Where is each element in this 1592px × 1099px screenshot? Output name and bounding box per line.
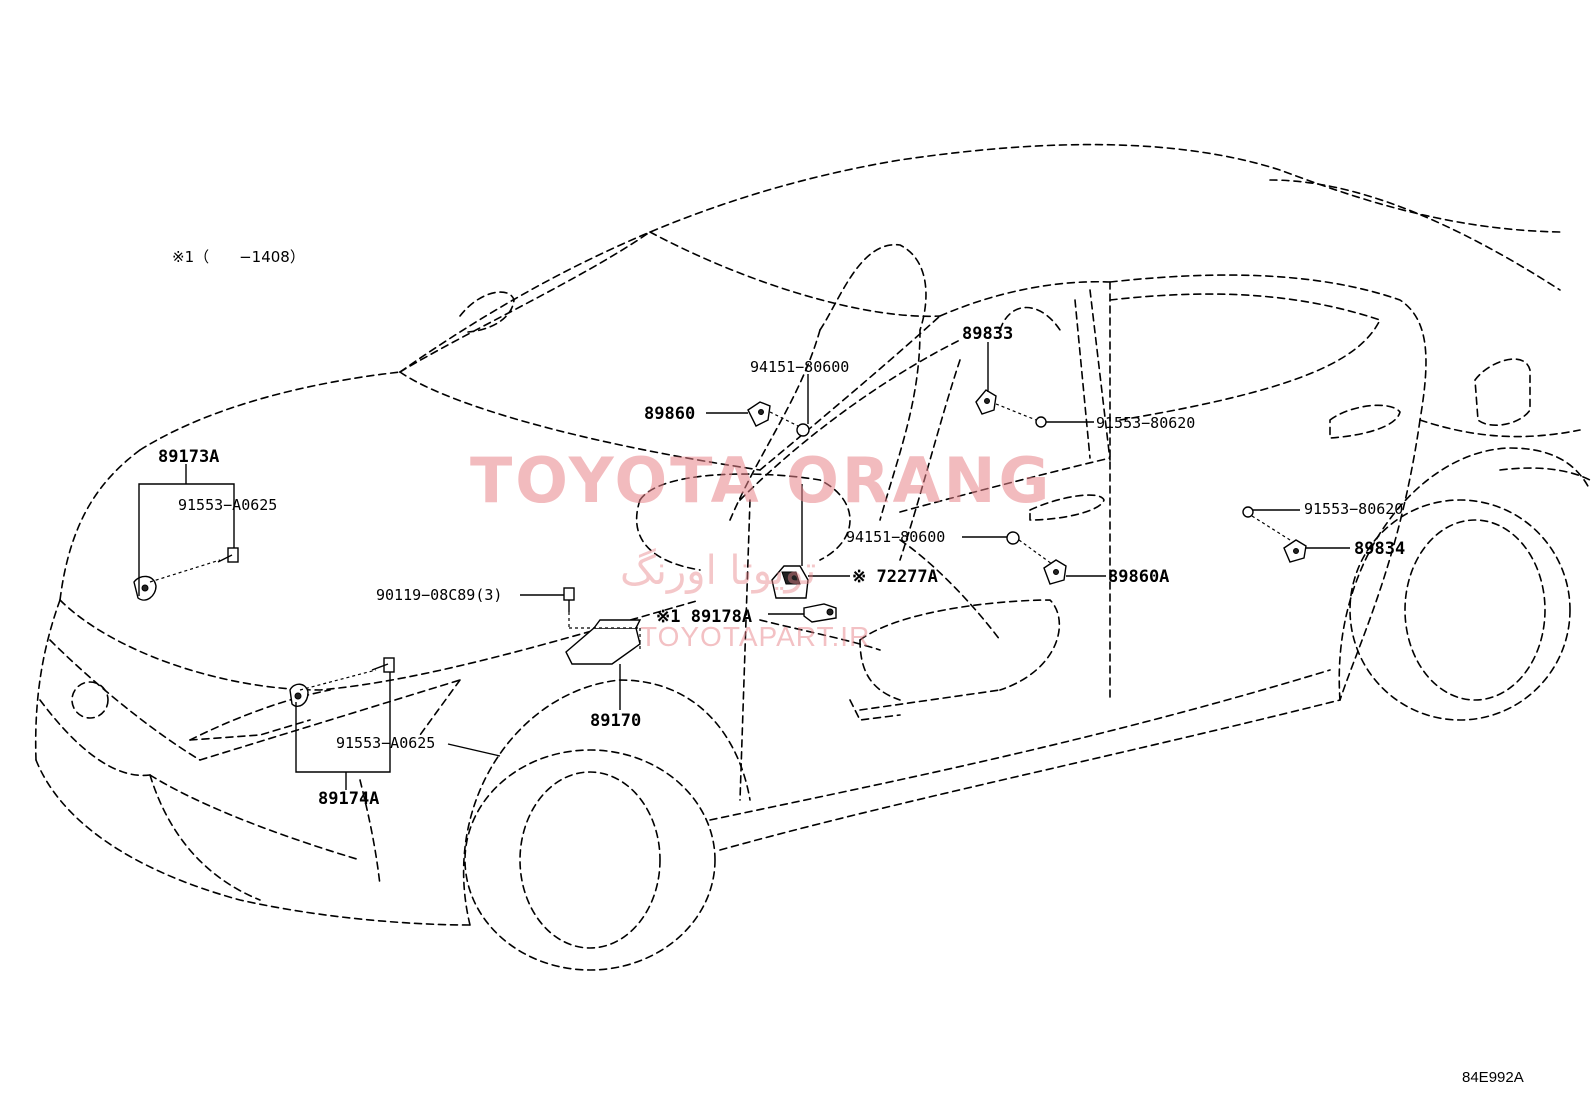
label-91553-80620-b: 91553−80620 (1304, 500, 1403, 518)
watermark-brand: TOYOTA ORANG (470, 444, 1052, 517)
watermark-persian: تویوتا اورنگ (620, 548, 816, 594)
watermark-url: TOYOTAPART.IR (640, 621, 870, 652)
label-91553-A0625-top: 91553−A0625 (178, 496, 277, 514)
part-labels: ※1（ −1408） 89173A 91553−A0625 90119−08C8… (158, 248, 1524, 1086)
label-89170: 89170 (590, 711, 641, 731)
bolt-91553-80620-a-icon (995, 403, 1047, 428)
sensor-89173A-icon (133, 575, 157, 601)
label-89174A: 89174A (318, 789, 379, 809)
car-outline (34, 143, 1591, 971)
diagram-code: 84E992A (1462, 1069, 1524, 1086)
sensor-89860-icon (747, 401, 771, 427)
nut-94151-top-icon (769, 411, 810, 437)
label-91553-80620-a: 91553−80620 (1096, 414, 1195, 432)
label-72277A: ※ 72277A (852, 567, 938, 587)
bolt-90119-icon (563, 587, 575, 612)
bolt-91553-A0625-top-icon (149, 547, 239, 583)
bolt-91553-A0625-bottom-icon (299, 657, 395, 691)
label-89860A: 89860A (1108, 567, 1169, 587)
label-89860: 89860 (644, 404, 695, 424)
sensor-89860A-icon (1043, 559, 1067, 585)
label-89173A: 89173A (158, 447, 219, 467)
label-89833: 89833 (962, 324, 1013, 344)
sensor-89834-icon (1283, 539, 1307, 563)
airbag-module-89170-icon (565, 612, 642, 665)
note-applicability: ※1（ −1408） (172, 248, 305, 266)
leader-lines (138, 342, 1350, 790)
label-90119-08C89: 90119−08C89(3) (376, 586, 502, 604)
label-94151-80600-top: 94151−80600 (750, 358, 849, 376)
sensor-89178A-icon (803, 603, 837, 623)
bracket-72277A-icon (771, 565, 809, 599)
label-94151-80600-mid: 94151−80600 (846, 528, 945, 546)
label-91553-A0625-bottom: 91553−A0625 (336, 734, 435, 752)
sensor-89174A-icon (289, 683, 309, 708)
bolt-91553-80620-b-icon (1242, 506, 1291, 541)
sensor-89833-icon (975, 389, 997, 415)
nut-94151-mid-icon (1006, 531, 1053, 565)
label-89178A: ※1 89178A (656, 607, 752, 627)
label-89834: 89834 (1354, 539, 1405, 559)
seats-outline (635, 244, 1061, 721)
watermark: TOYOTA ORANG تویوتا اورنگ TOYOTAPART.IR (470, 444, 1052, 652)
